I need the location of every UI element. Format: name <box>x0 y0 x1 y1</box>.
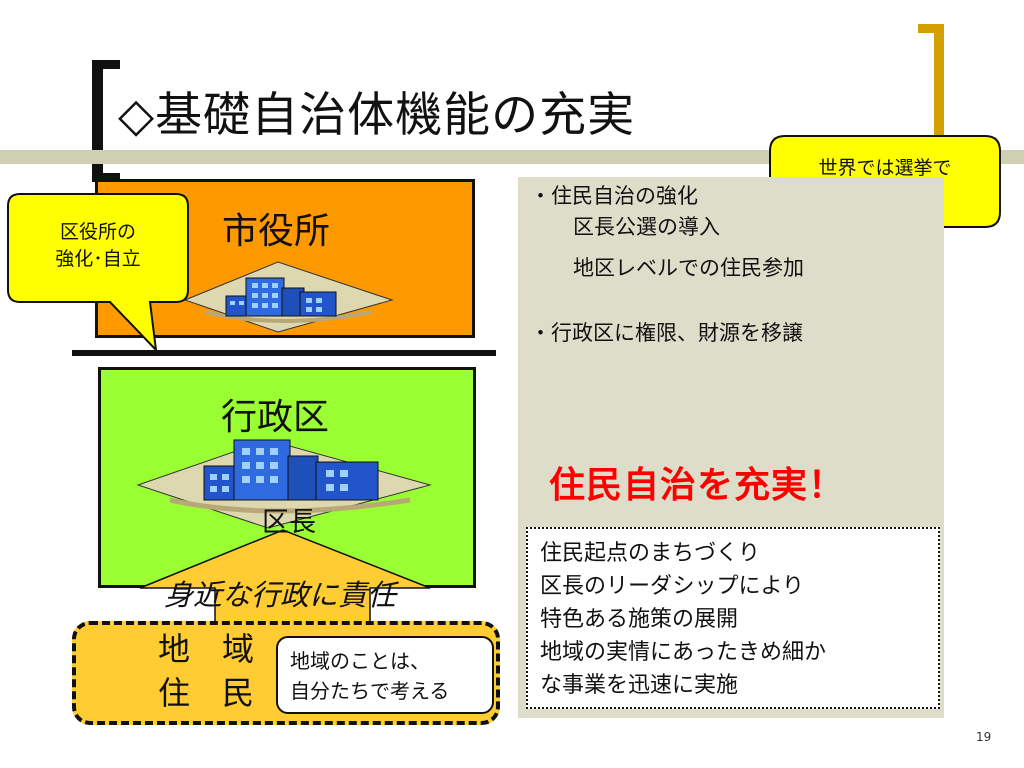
city-hall-building-icon <box>183 261 394 333</box>
title-bracket-left <box>92 60 103 182</box>
title-bracket-right <box>934 24 944 138</box>
residents-label: 地 域 住 民 <box>158 627 254 715</box>
callout-kuyakusho-line1: 区役所の <box>59 221 136 243</box>
responsibility-text: 身近な行政に責任 <box>164 578 397 612</box>
ward-chief-label: 区長 <box>262 507 316 538</box>
bullet-sub-ward-election: 区長公選の導入 <box>573 215 720 239</box>
headline-enhance-autonomy: 住民自治を充実！ <box>549 465 846 506</box>
callout-kuyakusho: 区役所の 強化･自立 <box>8 219 188 273</box>
slide-title: ◇基礎自治体機能の充実 <box>118 88 636 143</box>
residents-label-line1: 地 域 <box>158 630 255 668</box>
ward-building-icon <box>136 439 432 529</box>
page-number: 19 <box>976 730 992 744</box>
callout-kuyakusho-line2: 強化･自立 <box>55 248 141 270</box>
outcome-line-2: 区長のリーダシップにより <box>540 574 805 599</box>
bullet-sub-district-participation: 地区レベルでの住民参加 <box>573 256 804 280</box>
title-bracket-left-bottom <box>92 173 120 182</box>
bullet-resident-autonomy: ・住民自治の強化 <box>530 184 698 208</box>
outcome-line-5: な事業を迅速に実施 <box>540 673 739 698</box>
callout-sekai-line1: 世界では選挙で <box>818 157 952 179</box>
title-bracket-left-top <box>92 60 120 69</box>
title-bracket-right-top <box>918 24 944 33</box>
ward-label: 行政区 <box>221 397 330 438</box>
residents-note: 地域のことは、 自分たちで考える <box>276 636 494 714</box>
residents-label-line2: 住 民 <box>158 674 255 712</box>
outcome-line-4: 地域の実情にあったきめ細か <box>540 640 827 665</box>
outcome-line-1: 住民起点のまちづくり <box>540 541 761 566</box>
title-band <box>0 150 1024 164</box>
outcome-line-3: 特色ある施策の展開 <box>540 607 739 632</box>
divider-line <box>72 350 496 356</box>
callout-kuyakusho-shape <box>7 193 189 353</box>
up-arrow <box>139 529 431 627</box>
residents-note-line2: 自分たちで考える <box>290 679 450 703</box>
city-hall-label: 市役所 <box>222 211 331 252</box>
residents-note-line1: 地域のことは、 <box>290 649 430 673</box>
bullet-transfer-authority: ・行政区に権限、財源を移譲 <box>530 321 803 345</box>
outcome-box: 住民起点のまちづくり 区長のリーダシップにより 特色ある施策の展開 地域の実情に… <box>526 527 940 709</box>
